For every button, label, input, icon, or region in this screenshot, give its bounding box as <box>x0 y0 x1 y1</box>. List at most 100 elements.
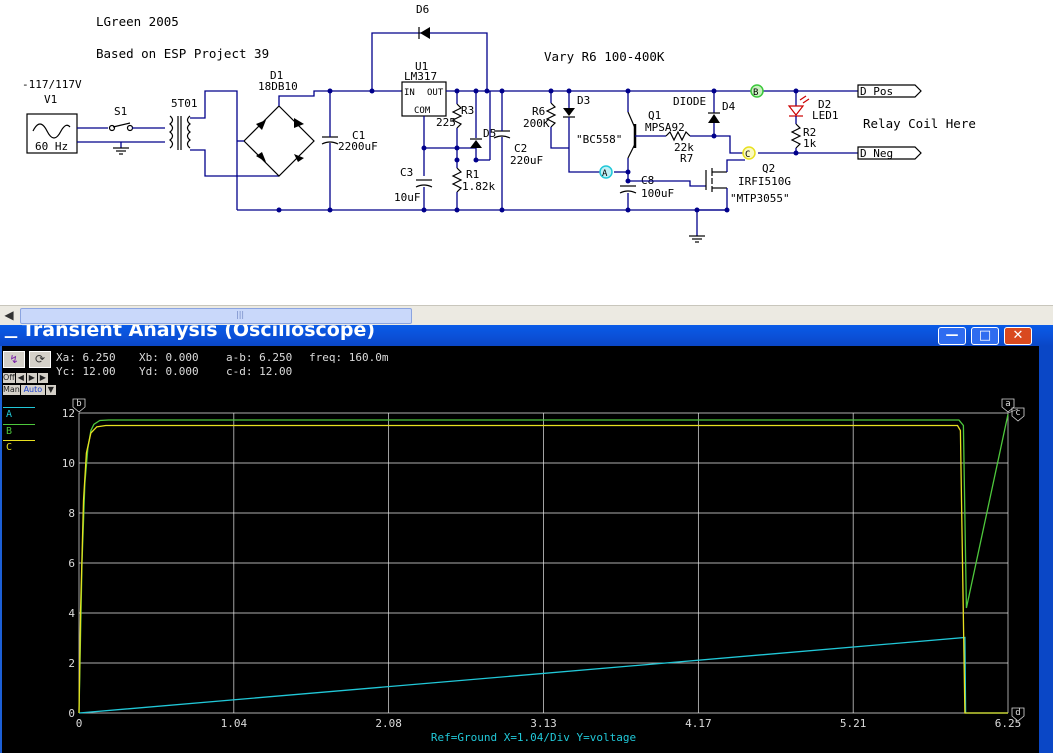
channel-b-label[interactable]: B <box>6 426 13 437</box>
channel-a-label[interactable]: A <box>6 409 13 420</box>
d1-part: 18DB10 <box>258 80 298 93</box>
trace-tool-button[interactable]: ↯ <box>3 351 25 368</box>
scroll-thumb[interactable] <box>20 308 412 324</box>
y-tick-label: 10 <box>62 457 75 470</box>
dropdown-icon[interactable]: ▼ <box>45 385 56 395</box>
regulator-u1[interactable]: IN OUT COM <box>401 81 447 117</box>
channel-b-line <box>3 424 35 425</box>
right-arrow-icon[interactable]: ▶ <box>26 373 37 383</box>
resistor-r1[interactable] <box>451 167 463 193</box>
x-tick-label: 5.21 <box>840 717 867 730</box>
port-neg[interactable]: D_Neg <box>857 146 922 160</box>
step-icon[interactable]: ▶ <box>37 373 48 383</box>
minimize-button[interactable]: — <box>938 327 966 345</box>
scroll-left-icon[interactable]: ◀ <box>4 308 14 322</box>
cursor-c-lead <box>1007 408 1019 414</box>
v1-value: -117/117V <box>22 78 82 91</box>
readout-cd: c-d: 12.00 <box>226 365 293 378</box>
probe-b[interactable]: B <box>750 84 764 98</box>
u1-ref: U1 <box>415 60 428 73</box>
port-neg-label: D_Neg <box>860 147 893 160</box>
manual-toggle[interactable]: Man <box>3 385 20 395</box>
d2-ref: D2 <box>818 98 831 111</box>
cursor-b-label: b <box>76 399 81 409</box>
based-on-note: Based on ESP Project 39 <box>96 46 269 61</box>
v1-freq: 60 Hz <box>35 140 68 153</box>
y-tick-label: 0 <box>68 707 75 720</box>
port-pos[interactable]: D_Pos <box>857 84 922 98</box>
v1-ref: V1 <box>44 93 57 106</box>
resistor-r3[interactable] <box>451 103 463 129</box>
cursor-b-marker <box>72 398 86 413</box>
led-d2[interactable] <box>787 95 810 117</box>
probe-a[interactable]: A <box>599 165 613 179</box>
probe-c-label: C <box>745 150 750 160</box>
x-tick-label: 1.04 <box>221 717 248 730</box>
capacitor-c2[interactable] <box>493 130 511 139</box>
r6-value: 200K <box>523 117 550 130</box>
close-button[interactable]: ✕ <box>1004 327 1032 345</box>
relay-note: Relay Coil Here <box>863 116 976 131</box>
readout-freq: freq: 160.0m <box>309 351 389 364</box>
channel-c-label[interactable]: C <box>6 442 13 453</box>
readout-ab: a-b: 6.250 <box>226 351 293 364</box>
x-tick-label: 6.25 <box>995 717 1022 730</box>
scope-titlebar[interactable]: — Transient Analysis (Oscilloscope) — □ … <box>0 325 1053 346</box>
probe-c[interactable]: C <box>742 146 756 160</box>
diode-d4[interactable] <box>708 112 720 123</box>
probe-a-label: A <box>602 169 608 179</box>
mosfet-q2[interactable] <box>705 168 727 192</box>
d4-ref: D4 <box>722 100 736 113</box>
v1-source[interactable]: 60 Hz <box>26 113 78 154</box>
left-arrow-icon[interactable]: ◀ <box>15 373 26 383</box>
capacitor-c3[interactable] <box>415 179 433 188</box>
mini-toolbar-1: Off◀▶▶ <box>3 373 49 392</box>
readout-xa: Xa: 6.250 <box>56 351 116 364</box>
u1-part: LM317 <box>404 70 437 83</box>
transformer[interactable] <box>169 115 191 150</box>
diode-d5[interactable] <box>470 138 482 148</box>
capacitor-c1[interactable] <box>321 136 339 145</box>
vary-note: Vary R6 100-400K <box>544 49 665 64</box>
schematic-canvas[interactable]: LGreen 2005 Based on ESP Project 39 Vary… <box>0 0 1053 328</box>
resistor-r2[interactable] <box>790 123 802 149</box>
u1-pin-com: COM <box>414 106 431 116</box>
scope-footer: Ref=Ground X=1.04/Div Y=voltage <box>431 731 636 744</box>
resistor-r6[interactable] <box>545 102 557 128</box>
oscilloscope-window[interactable]: — Transient Analysis (Oscilloscope) — □ … <box>0 325 1053 753</box>
window-menu-icon[interactable]: — <box>4 329 18 345</box>
d3-ref: D3 <box>577 94 590 107</box>
cursor-c-label: c <box>1015 408 1020 418</box>
grip-icon: ||| <box>236 310 245 319</box>
diode-d6[interactable] <box>418 27 430 39</box>
q2-ref: Q2 <box>762 162 775 175</box>
schematic-drawing: LGreen 2005 Based on ESP Project 39 Vary… <box>22 3 976 243</box>
d6-ref: D6 <box>416 3 429 16</box>
maximize-button[interactable]: □ <box>971 327 999 345</box>
cursor-a-label: a <box>1005 399 1010 409</box>
horizontal-scrollbar[interactable]: ◀ ||| <box>0 305 1053 326</box>
r7-ref: R7 <box>680 152 693 165</box>
bridge-rectifier[interactable] <box>243 105 315 177</box>
refresh-button[interactable]: ⟳ <box>29 351 51 368</box>
auto-toggle[interactable]: Auto <box>20 385 45 395</box>
diode-label: DIODE <box>673 95 706 108</box>
capacitor-c8[interactable] <box>619 185 637 194</box>
cursor-d-label: d <box>1015 708 1020 718</box>
off-toggle[interactable]: Off <box>3 373 15 383</box>
c1-value: 2200uF <box>338 140 378 153</box>
s1-switch[interactable] <box>108 122 134 132</box>
c2-value: 220uF <box>510 154 543 167</box>
x-tick-label: 0 <box>76 717 83 730</box>
y-tick-label: 12 <box>62 407 75 420</box>
resistor-r7[interactable] <box>665 130 691 142</box>
d1-ref: D1 <box>270 69 283 82</box>
x-tick-label: 3.13 <box>530 717 557 730</box>
r1-value: 1.82k <box>462 180 495 193</box>
diode-d3[interactable] <box>563 108 575 118</box>
probe-b-label: B <box>753 88 758 98</box>
transistor-q1[interactable] <box>627 111 637 159</box>
readout-yd: Yd: 0.000 <box>139 365 199 378</box>
